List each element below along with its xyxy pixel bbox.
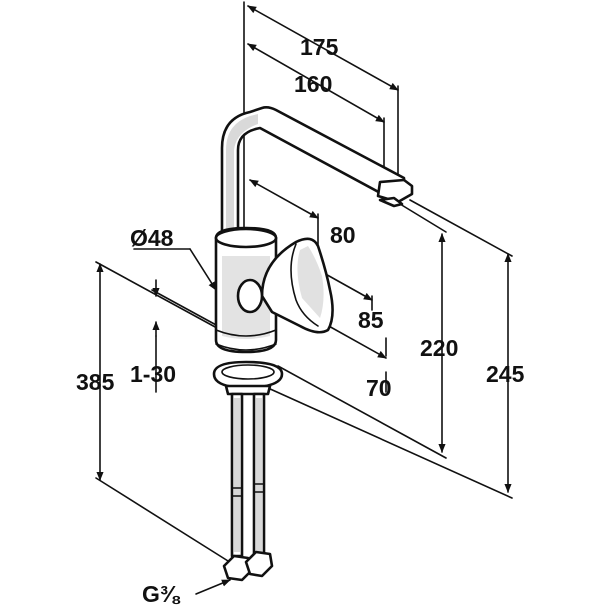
dimension-lines	[95, 1, 513, 595]
dim-175-label: 175	[300, 34, 339, 60]
dim-85-label: 85	[358, 307, 384, 333]
dim-80-label: 80	[330, 222, 356, 248]
dimension-labels: 175 160 80 85 70 220 245 385 1-30 Ø48 G⅜	[76, 34, 525, 607]
dim-70-label: 70	[366, 375, 392, 401]
dim-160-label: 160	[294, 71, 332, 97]
dim-diameter-48-label: Ø48	[130, 225, 174, 251]
faucet-body	[212, 106, 414, 582]
dim-385-label: 385	[76, 369, 115, 395]
dim-245-label: 245	[486, 361, 525, 387]
dim-1-30-label: 1-30	[130, 361, 176, 387]
dim-220-label: 220	[420, 335, 458, 361]
thread-g3-8-label: G⅜	[142, 581, 181, 607]
